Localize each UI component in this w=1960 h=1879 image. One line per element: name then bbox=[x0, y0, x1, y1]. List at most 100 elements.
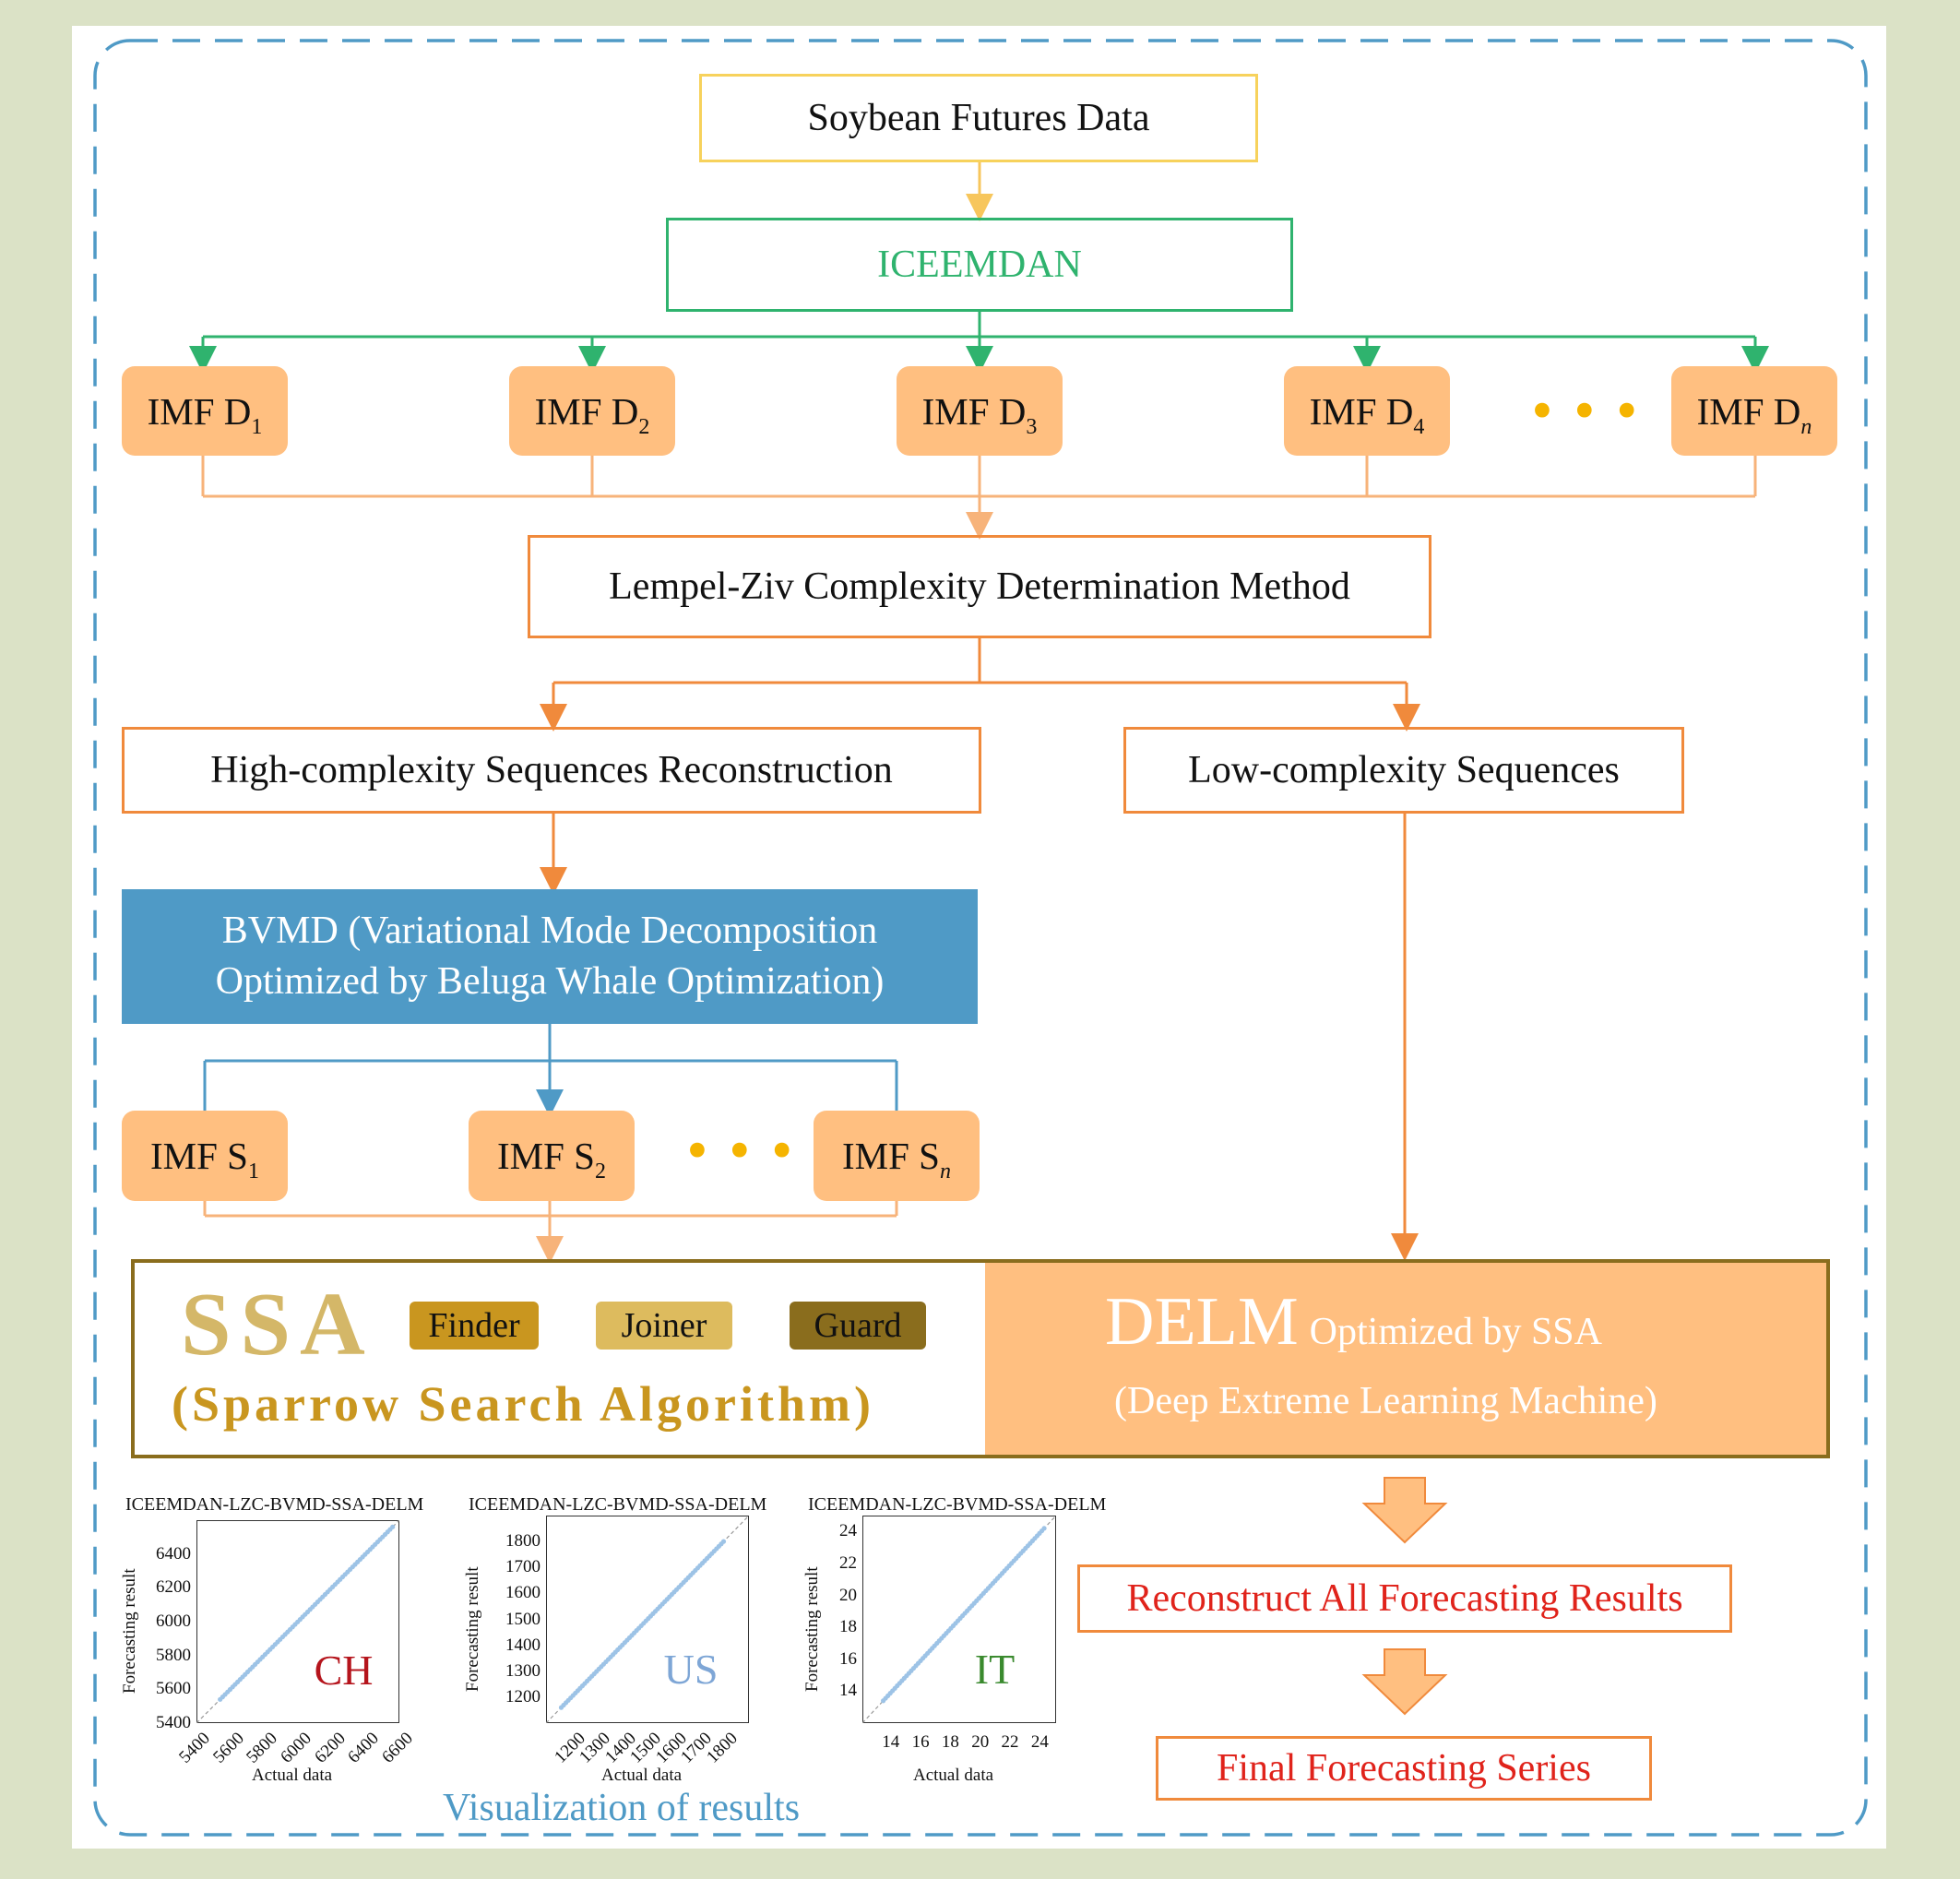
y-tick-label: 16 bbox=[839, 1648, 857, 1669]
series-label: US bbox=[663, 1645, 719, 1693]
scatter-svg bbox=[861, 1515, 1056, 1723]
imf-s-label: IMF Sn bbox=[842, 1135, 951, 1183]
scatter-svg bbox=[545, 1515, 749, 1723]
imf-d-label: IMF D1 bbox=[147, 389, 263, 439]
imf-d-2: IMF D2 bbox=[509, 366, 675, 456]
y-tick-label: 24 bbox=[839, 1521, 857, 1541]
scatter-point bbox=[1040, 1525, 1047, 1530]
x-tick-label: 20 bbox=[971, 1732, 990, 1752]
delm-title: DELM Optimized by SSA bbox=[1105, 1283, 1602, 1362]
ssa-full-name: (Sparrow Search Algorithm) bbox=[172, 1376, 874, 1432]
chart-title: ICEEMDAN-LZC-BVMD-SSA-DELM bbox=[125, 1494, 424, 1515]
y-tick-label: 1300 bbox=[505, 1660, 540, 1681]
iceemdan-label: ICEEMDAN bbox=[877, 244, 1082, 286]
scatter-svg bbox=[196, 1519, 399, 1723]
y-tick-label: 1200 bbox=[505, 1686, 540, 1707]
imf-d-3: IMF D3 bbox=[897, 366, 1063, 456]
y-tick-label: 6200 bbox=[156, 1577, 191, 1598]
plot-area bbox=[861, 1515, 1056, 1723]
scatter-point bbox=[720, 1539, 726, 1544]
y-tick-label: 5400 bbox=[156, 1713, 191, 1732]
y-tick-label: 22 bbox=[839, 1552, 857, 1573]
final-box: Final Forecasting Series bbox=[1156, 1736, 1652, 1801]
plot-area bbox=[545, 1515, 749, 1723]
dashed-frame bbox=[93, 39, 1868, 1837]
y-axis-label: Forecasting result bbox=[463, 1565, 482, 1692]
imf-d-label: IMF D4 bbox=[1309, 389, 1425, 439]
y-tick-label: 1800 bbox=[505, 1531, 540, 1552]
ellipsis-icon: ••• bbox=[1527, 383, 1655, 441]
bvmd-line-2: Optimized by Beluga Whale Optimization) bbox=[215, 960, 885, 1003]
y-tick-label: 5600 bbox=[156, 1679, 191, 1699]
reconstruct-box: Reconstruct All Forecasting Results bbox=[1077, 1564, 1732, 1633]
delm-abbr: DELM bbox=[1105, 1284, 1299, 1360]
guard-badge: Guard bbox=[790, 1302, 926, 1350]
final-label: Final Forecasting Series bbox=[1217, 1747, 1591, 1790]
joiner-label: Joiner bbox=[621, 1306, 707, 1345]
down-arrow-icon bbox=[1361, 1477, 1448, 1544]
imf-s-2: IMF S2 bbox=[469, 1111, 635, 1201]
delm-panel bbox=[985, 1263, 1826, 1455]
series-label: CH bbox=[314, 1647, 374, 1695]
finder-badge: Finder bbox=[410, 1302, 539, 1350]
lempel-ziv-box: Lempel-Ziv Complexity Determination Meth… bbox=[528, 535, 1431, 638]
y-tick-label: 6400 bbox=[156, 1543, 191, 1564]
down-arrow-icon bbox=[1361, 1648, 1448, 1716]
imf-s-label: IMF S2 bbox=[497, 1135, 606, 1183]
joiner-badge: Joiner bbox=[596, 1302, 732, 1350]
finder-label: Finder bbox=[428, 1306, 520, 1345]
iceemdan-box: ICEEMDAN bbox=[666, 218, 1293, 312]
x-axis-label: Actual data bbox=[601, 1766, 683, 1785]
ssa-delm-block: SSA Finder Joiner Guard (Sparrow Search … bbox=[131, 1259, 1830, 1458]
delm-suffix: Optimized by SSA bbox=[1309, 1311, 1602, 1353]
ellipsis-icon: ••• bbox=[683, 1123, 810, 1181]
chart-title: ICEEMDAN-LZC-BVMD-SSA-DELM bbox=[808, 1494, 1107, 1515]
source-data-box: Soybean Futures Data bbox=[699, 74, 1258, 162]
bvmd-box: BVMD (Variational Mode Decomposition Opt… bbox=[122, 889, 978, 1024]
plot-area bbox=[196, 1519, 399, 1723]
y-axis-label: Forecasting result bbox=[120, 1568, 139, 1694]
low-complexity-box: Low-complexity Sequences bbox=[1123, 727, 1684, 814]
imf-s-label: IMF S1 bbox=[150, 1135, 259, 1183]
lempel-ziv-label: Lempel-Ziv Complexity Determination Meth… bbox=[609, 565, 1350, 608]
y-tick-label: 1500 bbox=[505, 1609, 540, 1629]
series-label: IT bbox=[974, 1645, 1016, 1693]
imf-d-n: IMF Dn bbox=[1671, 366, 1837, 456]
y-tick-label: 1600 bbox=[505, 1583, 540, 1603]
imf-d-label: IMF D2 bbox=[534, 389, 650, 439]
y-tick-label: 1400 bbox=[505, 1635, 540, 1655]
x-tick-label: 18 bbox=[941, 1732, 959, 1752]
x-tick-label: 22 bbox=[1001, 1732, 1019, 1752]
x-axis-label: Actual data bbox=[252, 1766, 333, 1785]
y-tick-label: 18 bbox=[839, 1617, 857, 1637]
y-tick-label: 20 bbox=[839, 1585, 857, 1605]
reconstruct-label: Reconstruct All Forecasting Results bbox=[1126, 1577, 1683, 1620]
imf-s-n: IMF Sn bbox=[814, 1111, 980, 1201]
high-complexity-label: High-complexity Sequences Reconstruction bbox=[210, 749, 893, 791]
y-axis-label: Forecasting result bbox=[802, 1565, 822, 1692]
low-complexity-label: Low-complexity Sequences bbox=[1188, 749, 1620, 791]
x-axis-label: Actual data bbox=[913, 1766, 994, 1785]
x-tick-label: 14 bbox=[882, 1732, 900, 1752]
source-data-label: Soybean Futures Data bbox=[807, 97, 1150, 139]
scatter-point bbox=[389, 1524, 395, 1529]
chart-title: ICEEMDAN-LZC-BVMD-SSA-DELM bbox=[469, 1494, 767, 1515]
y-tick-label: 14 bbox=[839, 1681, 857, 1701]
x-tick-label: 16 bbox=[911, 1732, 930, 1752]
y-tick-label: 5800 bbox=[156, 1645, 191, 1665]
bvmd-line-1: BVMD (Variational Mode Decomposition bbox=[221, 910, 878, 953]
y-tick-label: 1700 bbox=[505, 1557, 540, 1577]
y-tick-label: 6000 bbox=[156, 1611, 191, 1631]
imf-d-label: IMF Dn bbox=[1696, 389, 1812, 439]
guard-label: Guard bbox=[814, 1306, 902, 1345]
imf-d-1: IMF D1 bbox=[122, 366, 288, 456]
high-complexity-box: High-complexity Sequences Reconstruction bbox=[122, 727, 981, 814]
imf-d-label: IMF D3 bbox=[921, 389, 1038, 439]
imf-d-4: IMF D4 bbox=[1284, 366, 1450, 456]
ssa-abbr: SSA bbox=[181, 1275, 374, 1374]
x-tick-label: 24 bbox=[1030, 1732, 1049, 1752]
delm-full-name: (Deep Extreme Learning Machine) bbox=[1114, 1380, 1657, 1422]
imf-s-1: IMF S1 bbox=[122, 1111, 288, 1201]
visualization-caption: Visualization of results bbox=[443, 1787, 801, 1829]
